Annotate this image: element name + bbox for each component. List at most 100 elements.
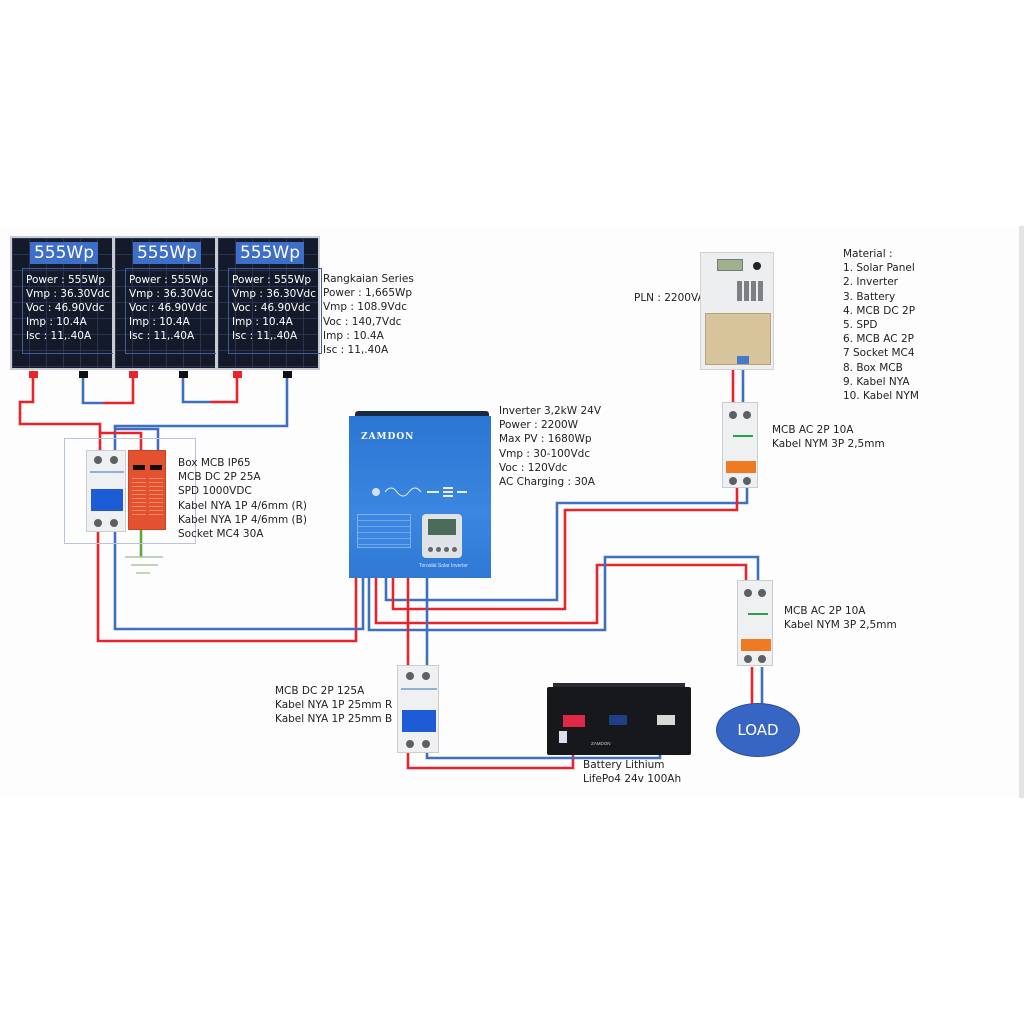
inverter-max-pv: Max PV : 1680Wp [499,433,592,446]
panel-voc: Voc : 46.90Vdc [129,302,208,314]
spd-indicator [133,465,145,470]
terminal-screw [743,477,751,485]
terminal-screw [729,411,737,419]
cable-red: Kabel NYA 1P 4/6mm (R) [178,499,308,512]
terminal-screw [406,672,414,680]
panel-isc: Isc : 11,.40A [129,330,195,342]
inverter-button [444,547,449,552]
mcb-ac-grid-info: MCB AC 2P 10A Kabel NYM 3P 2,5mm [772,423,885,451]
battery-switch [559,731,567,743]
inverter-lcd-display [428,519,456,535]
mcb-dc-battery-breaker [397,665,439,753]
material-item: 2. Inverter [843,276,898,289]
indicator-description-table [357,514,411,548]
wire-load-line [374,563,748,625]
wire-series-link-2 [181,377,210,404]
spd-label-text [149,475,163,515]
mcb-ac-load-breaker [737,580,773,666]
breaker-brand-strip [90,471,124,473]
terminal-screw [422,672,430,680]
mc4-positive-connector [129,371,138,378]
terminal-screw [758,589,766,597]
wire-pv-negative [113,532,365,631]
inverter-button [436,547,441,552]
material-item: 3. Battery [843,290,896,303]
mcb-dc-rating: MCB DC 2P 25A [178,471,261,484]
meter-display [717,259,743,271]
cable-blue: Kabel NYA 1P 4/6mm (B) [178,513,307,526]
breaker-brand-strip [733,435,753,437]
panel-power: Power : 555Wp [232,274,312,286]
panel-voc: Voc : 46.90Vdc [232,302,311,314]
box-mcb-enclosure [64,438,196,544]
battery-brand: ZAMDON [591,741,611,746]
panel-power: Power : 555Wp [26,274,106,286]
panel-rating: 555Wp [236,242,304,264]
box-mcb-rating: Box MCB IP65 [178,457,251,469]
meter-knob [753,262,761,270]
inverter-model: Inverter 3,2kW 24V [499,405,602,417]
pln-label: PLN : 2200VA [634,292,705,304]
battery-spec: LifePo4 24v 100Ah [583,773,682,786]
solar-panel-1: 555Wp Power : 555Wp Vmp : 36.30Vdc Voc :… [10,236,116,370]
wire-panel1-positive [18,377,102,450]
mc4-negative-connector [79,371,88,378]
mc4-positive-connector [29,371,38,378]
breaker-lever [726,461,756,473]
panel-power: Power : 555Wp [129,274,209,286]
wire-grid-line [391,487,739,611]
inverter-ac-charging: AC Charging : 30A [499,476,595,489]
terminal-screw [744,655,752,663]
panel-imp: Imp : 10.4A [26,316,87,328]
spd-rating: SPD 1000VDC [178,485,252,498]
solar-panel-3: 555Wp Power : 555Wp Vmp : 36.30Vdc Voc :… [216,236,322,370]
series-title: Rangkaian Series [323,273,414,285]
breaker-brand-strip [748,613,768,615]
series-isc: Isc : 11,.40A [323,344,389,357]
inverter-unit: ZAMDON Toroidal Solar Inverter [349,416,491,578]
mcb-ac-rating: MCB AC 2P 10A [784,605,866,617]
mcb-ac-load-info: MCB AC 2P 10A Kabel NYM 3P 2,5mm [784,604,897,632]
pln-kwh-meter [700,252,774,370]
wire-series-link-2r [210,377,239,404]
series-imp: Imp : 10.4A [323,329,384,342]
spd-surge-protector [128,450,166,530]
terminal-screw [94,519,102,527]
material-item: 6. MCB AC 2P [843,333,914,346]
mcb-ac-grid-breaker [722,402,758,488]
inverter-vmp: Vmp : 30-100Vdc [499,447,591,460]
load-node: LOAD [716,703,800,757]
terminal-screw [758,655,766,663]
breaker-brand-strip [401,688,437,690]
battery-display [609,715,627,725]
panel-rating: 555Wp [133,242,201,264]
mc4-positive-connector [233,371,242,378]
battery-type: Battery Lithium [583,759,665,771]
panel-vmp: Vmp : 36.30Vdc [232,288,316,300]
panel-imp: Imp : 10.4A [129,316,190,328]
sine-wave-icon [372,487,467,497]
material-item: 7 Socket MC4 [843,347,915,360]
breaker-lever [741,639,771,651]
battery-info: Battery Lithium LifePo4 24v 100Ah [583,758,681,786]
meter-breaker-tab [737,356,749,364]
terminal-screw [744,589,752,597]
panel-rating: 555Wp [30,242,98,264]
material-item: 4. MCB DC 2P [843,304,916,317]
panel-spec-box: Power : 555Wp Vmp : 36.30Vdc Voc : 46.90… [228,268,322,354]
panel-imp: Imp : 10.4A [232,316,293,328]
battery-negative-terminal [657,715,675,725]
terminal-screw [743,411,751,419]
series-voc: Voc : 140,7Vdc [323,315,402,328]
series-power: Power : 1,665Wp [323,287,413,300]
inverter-info: Inverter 3,2kW 24V Power : 2200W Max PV … [499,404,601,489]
battery-lithium: ZAMDON [547,687,691,755]
spd-indicator [150,465,162,470]
series-info: Rangkaian Series Power : 1,665Wp Vmp : 1… [323,272,414,357]
spd-label-text [132,475,146,515]
material-item: 10. Kabel NYM [843,390,919,403]
mcb-ac-rating: MCB AC 2P 10A [772,424,854,436]
panel-vmp: Vmp : 36.30Vdc [26,288,110,300]
